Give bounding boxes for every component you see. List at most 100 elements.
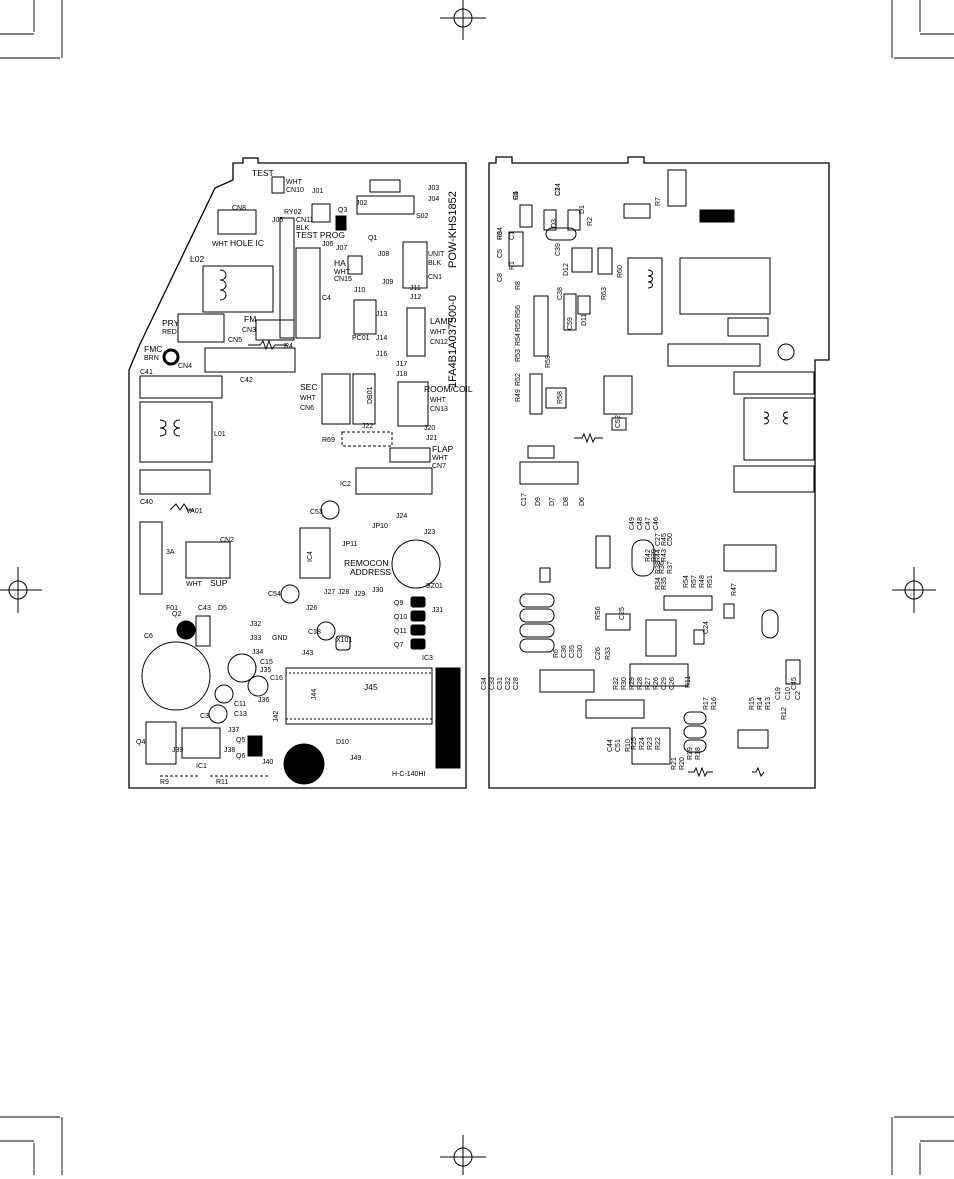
label-j42: J43 — [302, 650, 313, 657]
r12-block — [737, 729, 769, 749]
cn2-connector — [185, 541, 231, 579]
label-cn2: CN2 — [220, 537, 234, 544]
oval-c49 — [631, 539, 655, 577]
label-j17: J17 — [396, 361, 407, 368]
cn7-connector — [389, 447, 431, 463]
c39-stack — [571, 247, 593, 273]
label-c3: C3 — [200, 713, 209, 720]
q5-q6-block — [247, 735, 263, 757]
black-label-block — [435, 667, 461, 769]
label-j36: J36 — [258, 697, 269, 704]
q2-transistor — [176, 620, 196, 640]
bz01-buzzer — [391, 539, 441, 589]
label-j39: J39 — [172, 747, 183, 754]
label-j27: J27 — [324, 589, 335, 596]
r2-oval — [545, 227, 577, 241]
r6-part — [693, 629, 705, 645]
label-pcb-name: POW-KHS1852 — [447, 191, 459, 268]
x101-crystal — [335, 635, 351, 651]
ic3-microcontroller — [285, 667, 433, 725]
label-j32: J32 — [250, 621, 261, 628]
right-board-label-r56: R56 — [515, 305, 522, 318]
ic3-pins-top — [285, 667, 433, 674]
label-d5: D5 — [218, 605, 227, 612]
label-j37: J37 — [228, 727, 239, 734]
label-q7: Q7 — [394, 642, 403, 649]
right-board-label-r39: R39 — [651, 549, 658, 562]
wire-trace-2 — [169, 503, 194, 511]
label-j22: J22 — [362, 423, 373, 430]
label-ic2: IC2 — [340, 481, 351, 488]
right-board-label-r19: R19 — [687, 747, 694, 760]
ic1-chip — [181, 727, 221, 759]
q3-part — [335, 215, 347, 231]
r34-block — [595, 535, 611, 569]
label-sec: SEC — [300, 382, 317, 392]
cap-rect-middle — [603, 375, 633, 415]
label-cn4: CN4 — [178, 363, 192, 370]
label-fuse-rating: 3A — [166, 549, 175, 556]
wire-trace-1 — [248, 339, 287, 351]
ic4-chip — [299, 527, 331, 579]
diode-row — [519, 461, 579, 485]
cn15-connector — [347, 255, 363, 275]
l-coil-right-winding — [647, 269, 653, 289]
right-board-label-r17: R17 — [703, 697, 710, 710]
label-cn5: CN5 — [228, 337, 242, 344]
label-c13: C13 — [234, 711, 247, 718]
right-board-label-c45: C45 — [791, 677, 798, 690]
right-board-label-c5: C5 — [497, 249, 504, 258]
right-board-label-r44: R44 — [655, 549, 662, 562]
right-board-label-r25: R25 — [631, 737, 638, 750]
right-board-label-c8: C8 — [497, 273, 504, 282]
label-j21: J21 — [426, 435, 437, 442]
right-board-label-r14: R14 — [757, 697, 764, 710]
right-board-label-c29: C29 — [661, 677, 668, 690]
heat-block-a — [699, 209, 735, 223]
label-j09: J09 — [382, 279, 393, 286]
c41-capacitor — [139, 375, 223, 399]
right-board-label-r36: R36 — [659, 561, 666, 574]
right-board-label-c1: C1 — [509, 231, 516, 240]
label-j35: J35 — [260, 667, 271, 674]
c18-capacitor — [316, 621, 336, 641]
label-j29: J29 — [354, 591, 365, 598]
right-board-label-r20: R20 — [679, 757, 686, 770]
label-cn6: CN6 — [300, 405, 314, 412]
hole-right — [777, 343, 795, 361]
label-j23: J23 — [424, 529, 435, 536]
label-pry: PRY — [162, 318, 180, 328]
label-address: ADDRESS — [350, 567, 391, 577]
right-board-label-c49: C49 — [629, 517, 636, 530]
label-j10: J10 — [354, 287, 365, 294]
right-board-label-r54: R54 — [683, 575, 690, 588]
label-j04: J04 — [428, 196, 439, 203]
label-flap-color: WHT — [432, 455, 449, 462]
label-x101: X101 — [336, 637, 352, 644]
right-board-label-r2: R2 — [587, 217, 594, 226]
q-transistor-row — [410, 596, 426, 650]
right-board-label-c26: C26 — [595, 647, 602, 660]
label-j31: J31 — [432, 607, 443, 614]
label-q9: Q9 — [394, 600, 403, 607]
right-board-label-d11: D11 — [581, 314, 588, 326]
registration-target-bottom — [440, 1135, 486, 1175]
label-ic1: IC1 — [196, 763, 207, 770]
label-j07: J07 — [336, 245, 347, 252]
label-j49: JP10 — [372, 523, 388, 530]
label-f01: F01 — [166, 605, 178, 612]
hole-ic-connector — [217, 209, 257, 235]
label-c42: C42 — [240, 377, 253, 384]
c-block-mid — [645, 619, 677, 657]
cn3-connector — [255, 319, 295, 341]
label-q2: Q2 — [172, 611, 181, 618]
ry02-relay — [279, 217, 295, 339]
label-j13: J13 — [376, 311, 387, 318]
right-board-label-c38: C38 — [557, 287, 564, 300]
right-board-label-r58: R58 — [557, 391, 564, 404]
registration-target-top — [440, 0, 486, 40]
right-board-label-r1: R1 — [509, 261, 516, 270]
r60-block — [597, 247, 613, 275]
label-lamp-color: WHT — [430, 329, 447, 336]
right-board-label-r7: R7 — [655, 197, 662, 206]
